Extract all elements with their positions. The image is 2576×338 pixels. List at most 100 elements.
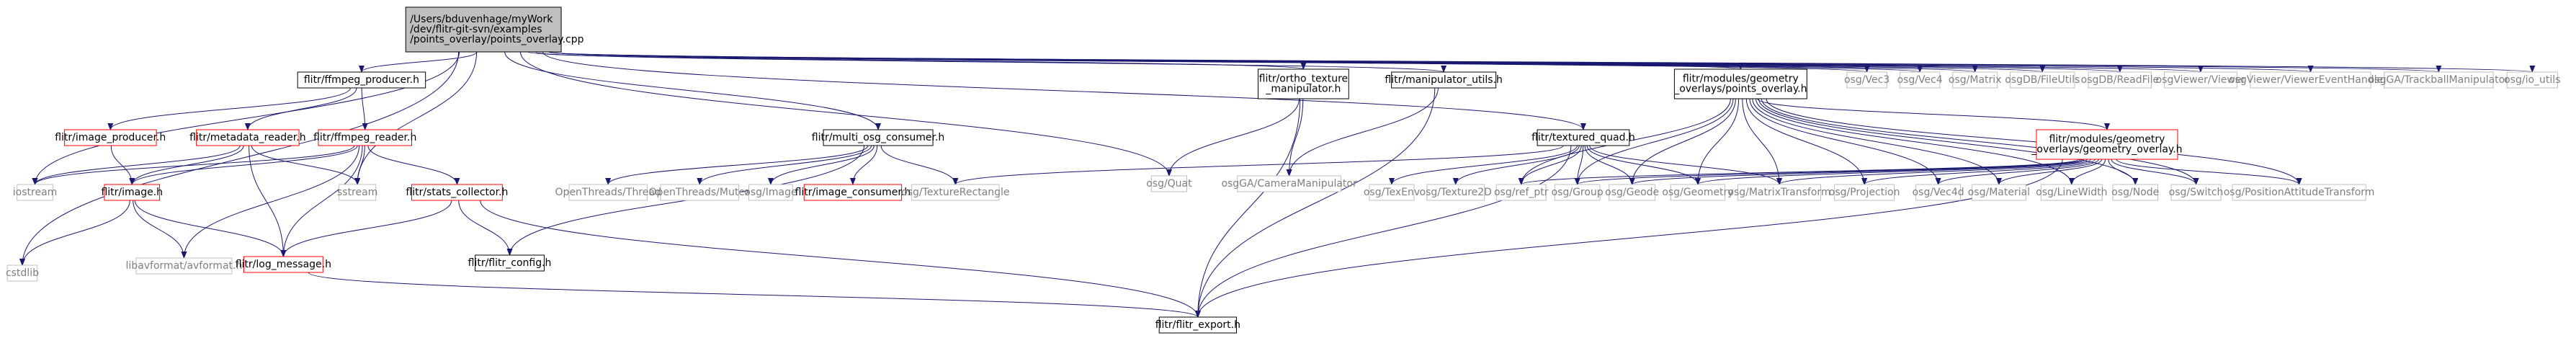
- edge-ffmpeg_reader-to-libavformat: [181, 145, 360, 259]
- edge-root-to-sstream: [354, 51, 478, 185]
- node-box: [104, 184, 161, 201]
- edge-root-to-osg_quat: [519, 51, 1172, 177]
- edge-points_overlay_h-to-osg_geometry: [1694, 98, 1740, 185]
- node-label: osg/Node: [2111, 187, 2159, 198]
- node-osgdb-readfile: osgDB/ReadFile: [2081, 71, 2159, 89]
- node-label: osg/Vec4: [1897, 74, 1942, 86]
- node-geometry-overlay[interactable]: flitr/modules/geometry_overlays/geometry…: [2031, 129, 2183, 160]
- node-osg-projection: osg/Projection: [1829, 184, 1900, 201]
- node-flitr-export[interactable]: flitr/flitr_export.h: [1155, 316, 1240, 334]
- node-osg-linewidth: osg/LineWidth: [2036, 184, 2107, 201]
- node-box: [1537, 129, 1630, 146]
- node-label: osgGA/TrackballManipulator: [2369, 74, 2509, 86]
- edge-metadata_reader-to-log_message: [249, 145, 287, 257]
- edge-ffmpeg_reader-to-image_h: [129, 145, 358, 185]
- node-label: osg/TexEnv: [1364, 187, 1420, 198]
- node-label: osg/MatrixTransform: [1727, 187, 1830, 198]
- node-label: osg/Quat: [1146, 178, 1192, 190]
- node-label: flitr/image.h: [101, 187, 163, 198]
- node-osg-geometry: osg/Geometry: [1662, 184, 1734, 201]
- node-box: [2170, 184, 2222, 201]
- node-stats-collector[interactable]: flitr/stats_collector.h: [406, 184, 508, 201]
- edge-ortho_texture_manipulator-to-osgga_cameramanip: [1286, 98, 1304, 177]
- edge-textured_quad-to-osg_matrixtransform: [1589, 145, 1782, 185]
- node-points-overlay-h[interactable]: flitr/modules/geometry_overlays/points_o…: [1673, 68, 1807, 99]
- node-flitr-config[interactable]: flitr/flitr_config.h: [468, 254, 552, 272]
- node-label: _overlays/points_overlay.h: [1673, 83, 1807, 94]
- node-iostream: iostream: [13, 184, 57, 201]
- edge-image_producer-to-image_h: [110, 145, 135, 185]
- node-box: [823, 129, 934, 146]
- node-label: /dev/flitr-git-svn/examples: [410, 24, 542, 35]
- node-label: flitr/flitr_config.h: [468, 257, 552, 269]
- node-openthreads-thread: OpenThreads/Thread: [555, 184, 661, 201]
- node-box: [411, 184, 503, 201]
- node-sstream: sstream: [337, 184, 377, 201]
- node-log-message[interactable]: flitr/log_message.h: [236, 256, 331, 273]
- node-box: [196, 129, 300, 146]
- edge-geometry_overlay-to-osg_ref_ptr: [1519, 159, 2079, 185]
- node-label: osg/Group: [1552, 187, 1604, 198]
- node-ffmpeg-reader[interactable]: flitr/ffmpeg_reader.h: [313, 129, 416, 146]
- node-manipulator-utils[interactable]: flitr/manipulator_utils.h: [1385, 71, 1503, 89]
- edge-image_h-to-libavformat: [133, 200, 187, 259]
- node-root[interactable]: /Users/bduvenhage/myWork/dev/flitr-git-s…: [405, 6, 584, 53]
- node-osg-io-utils: osg/io_utils: [2504, 71, 2561, 89]
- node-label: flitr/ortho_texture: [1259, 73, 1348, 84]
- node-label: flitr/image_consumer.h: [795, 187, 911, 198]
- edge-textured_quad-to-osg_texturerect: [952, 145, 1564, 185]
- node-image-producer[interactable]: flitr/image_producer.h: [55, 129, 166, 146]
- edge-root-to-ffmpeg_producer: [359, 51, 478, 73]
- node-multi-osg-consumer[interactable]: flitr/multi_osg_consumer.h: [812, 129, 945, 146]
- node-label: flitr/modules/geometry: [2049, 133, 2165, 145]
- node-image-h[interactable]: flitr/image.h: [101, 184, 163, 201]
- node-osgdb-fileutils: osgDB/FileUtils: [2005, 71, 2080, 89]
- edge-root-to-iostream: [32, 51, 460, 185]
- node-label: osg/Vec3: [1844, 74, 1889, 86]
- edge-metadata_reader-to-sstream: [251, 145, 361, 185]
- node-label: osg/Switch: [2169, 187, 2224, 198]
- node-ffmpeg-producer[interactable]: flitr/ffmpeg_producer.h: [297, 71, 426, 89]
- node-box: [660, 184, 740, 201]
- node-label: osg/Geode: [1605, 187, 1659, 198]
- node-ortho-texture-manipulator[interactable]: flitr/ortho_texture_manipulator.h: [1257, 68, 1349, 99]
- edge-stats_collector-to-flitr_export: [480, 200, 1201, 318]
- node-textured-quad[interactable]: flitr/textured_quad.h: [1531, 129, 1635, 146]
- node-metadata-reader[interactable]: flitr/metadata_reader.h: [189, 129, 306, 146]
- node-box: [1915, 184, 1962, 201]
- node-box: [2506, 71, 2558, 89]
- edge-metadata_reader-to-image_h: [129, 145, 244, 185]
- node-cstdlib: cstdlib: [6, 264, 39, 282]
- node-libavformat: libavformat/avformat.h: [125, 257, 242, 275]
- edge-image_h-to-cstdlib: [19, 200, 130, 266]
- edge-manipulator_utils-to-osgga_cameramanip: [1286, 87, 1439, 177]
- node-label: flitr/flitr_export.h: [1155, 319, 1240, 331]
- node-box: [2040, 184, 2103, 201]
- edge-points_overlay_h-to-osg_material: [1752, 98, 2002, 185]
- node-label: osg/Projection: [1829, 187, 1900, 198]
- edge-geometry_overlay-to-osg_projection: [1861, 159, 2096, 185]
- edge-ffmpeg_reader-to-iostream: [32, 145, 355, 185]
- node-osg-vec4: osg/Vec4: [1897, 71, 1943, 89]
- node-image-consumer[interactable]: flitr/image_consumer.h: [795, 184, 911, 201]
- node-label: osg/Texture2D: [1420, 187, 1492, 198]
- node-osg-material: osg/Material: [1968, 184, 2030, 201]
- node-label: _overlays/geometry_overlay.h: [2031, 143, 2182, 155]
- node-box: [475, 254, 545, 272]
- node-box: [1391, 71, 1497, 89]
- node-box: [748, 184, 793, 201]
- edge-points_overlay_h-to-osg_projection: [1745, 98, 1868, 185]
- node-box: [339, 184, 377, 201]
- node-label: OpenThreads/Mutex: [649, 187, 751, 198]
- node-osg-vec3: osg/Vec3: [1844, 71, 1889, 89]
- node-box: [2010, 71, 2075, 89]
- node-label: osg/Vec4d: [1913, 187, 1964, 198]
- node-label: osg/LineWidth: [2036, 187, 2107, 198]
- node-osg-vec4d: osg/Vec4d: [1913, 184, 1964, 201]
- edge-geometry_overlay-to-osg_switch: [2111, 159, 2199, 185]
- node-label: flitr/ffmpeg_reader.h: [313, 132, 416, 143]
- node-box: [1972, 184, 2026, 201]
- edge-points_overlay_h-to-geometry_overlay: [1757, 98, 2110, 130]
- node-box: [318, 129, 413, 146]
